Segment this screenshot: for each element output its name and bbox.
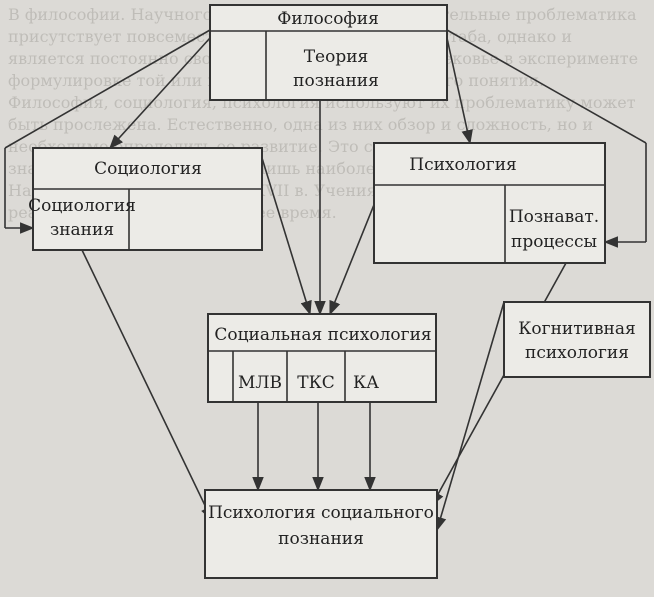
psychology-label: Психология — [409, 155, 517, 175]
theory-of-knowledge-line1: Теория — [304, 47, 369, 67]
social-cognition-line2: познания — [278, 529, 364, 549]
philosophy-label: Философия — [277, 9, 379, 29]
social-psychology-label: Социальная психология — [214, 325, 431, 345]
sociology-of-knowledge-line1: Социология — [28, 196, 136, 216]
node-psychology: Психология Познават. процессы — [373, 142, 606, 264]
node-social-cognition-psychology: Психология социального познания — [204, 489, 438, 579]
tks-label: ТКС — [297, 373, 335, 393]
mlv-label: МЛВ — [238, 373, 282, 393]
connector-lines — [4, 29, 647, 532]
cognitive-psychology-line1: Когнитивная — [518, 319, 635, 339]
node-sociology: Социология Социология знания — [28, 147, 263, 251]
node-cognitive-psychology: Когнитивная психология — [503, 301, 651, 378]
theory-of-knowledge-line2: познания — [293, 71, 379, 91]
sociology-of-knowledge-line2: знания — [50, 220, 114, 240]
ka-label: КА — [353, 373, 379, 393]
node-social-psychology: Социальная психология МЛВ ТКС КА — [207, 313, 437, 403]
sociology-label: Социология — [94, 159, 202, 179]
cognitive-processes-line1: Познават. — [509, 207, 599, 227]
social-cognition-line1: Психология социального — [208, 503, 434, 523]
arrow-philosophy-to-psychology — [446, 37, 473, 145]
arrow-philosophy-to-sociology — [109, 37, 211, 150]
arrow-sociology-to-social-psychology — [261, 157, 312, 316]
arrow-socknowledge-to-final — [81, 249, 213, 522]
node-philosophy: Философия Теория познания — [209, 4, 448, 101]
arrow-philosophy-to-psychology-right — [446, 29, 647, 144]
cognitive-psychology-line2: психология — [525, 343, 629, 363]
arrow-cogproc-to-final — [431, 262, 567, 507]
arrow-philosophy-to-sociology-left — [4, 29, 211, 149]
arrow-cogpsych-to-final — [435, 301, 505, 532]
cognitive-processes-line2: процессы — [511, 232, 597, 252]
